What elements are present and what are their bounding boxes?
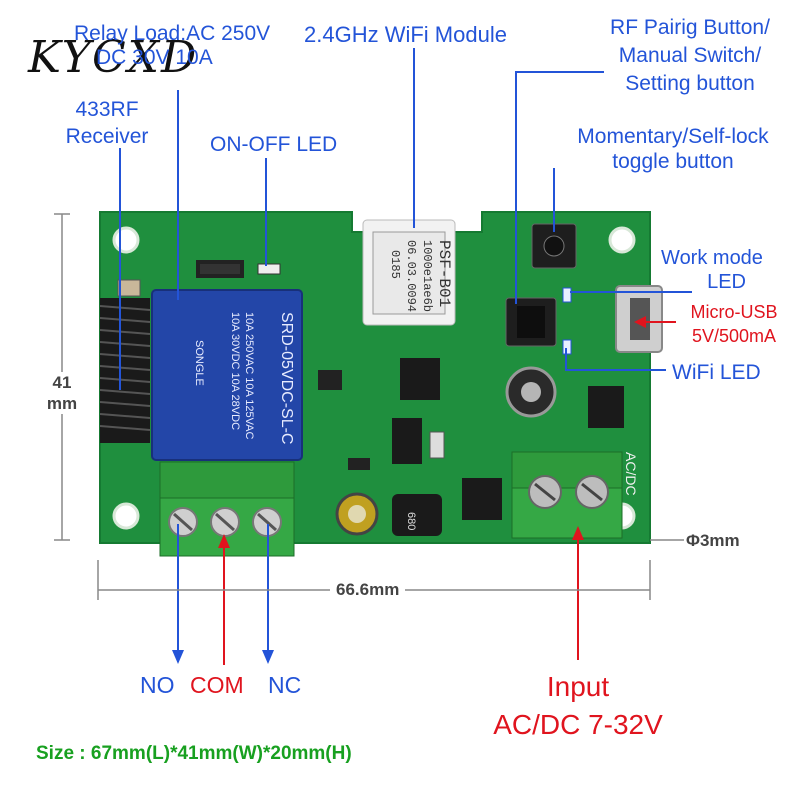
input-line2: AC/DC 7-32V	[493, 709, 663, 740]
wifi-module-label: 2.4GHz WiFi Module	[304, 22, 507, 47]
ic-chip	[588, 386, 624, 428]
work-mode-line2: LED	[707, 271, 746, 293]
momentary-line1: Momentary/Self-lock	[577, 125, 769, 148]
receiver-line1: 433RF	[75, 98, 139, 121]
micro-usb-label: Micro-USB 5V/500mA	[678, 300, 790, 348]
on-off-led	[257, 263, 281, 275]
height-value: 41	[52, 373, 72, 392]
rf-pairing-label: RF Pairig Button/ Manual Switch/ Setting…	[590, 14, 790, 98]
acdc-silkscreen: AC/DC	[623, 452, 639, 496]
micro-usb-line1: Micro-USB	[690, 302, 778, 322]
input-arrow	[572, 526, 584, 660]
ic-chip	[392, 418, 422, 464]
com-label: COM	[190, 672, 244, 698]
relay-load-line1: Relay Load:AC 250V	[74, 22, 271, 45]
relay-text: 10A 250VAC 10A 125VAC	[243, 312, 255, 439]
inductor	[392, 494, 442, 536]
wifi-led-label: WiFi LED	[672, 361, 761, 384]
callout-arrowheads	[172, 650, 274, 664]
on-off-led-label: ON-OFF LED	[210, 133, 338, 156]
com-arrow	[218, 534, 230, 665]
receiver-label: 433RF Receiver	[52, 96, 162, 150]
rf-pairing-line3: Setting button	[625, 72, 755, 95]
module-text: 06.03.0094	[404, 240, 418, 312]
nc-label: NC	[268, 672, 302, 698]
ic-chip	[400, 358, 440, 400]
momentary-line2: toggle button	[612, 150, 734, 173]
micro-usb-line2: 5V/500mA	[691, 326, 777, 346]
hole-dimension: Φ3mm	[686, 531, 740, 550]
smd-part	[348, 458, 370, 470]
input-label: Input AC/DC 7-32V	[478, 668, 678, 744]
mount-hole	[608, 226, 636, 254]
smd-part	[318, 370, 342, 390]
usb-arrow	[634, 316, 676, 328]
ic-chip	[462, 478, 502, 520]
relay-load-line2: DC 30V 10A	[96, 46, 213, 69]
mount-hole	[112, 226, 140, 254]
relay-brand: SONGLE	[193, 340, 205, 386]
receiver-line2: Receiver	[65, 125, 149, 148]
work-mode-led	[562, 287, 572, 303]
module-text: 1000e1ae6b	[420, 240, 434, 312]
input-terminal-block	[511, 451, 623, 539]
rf-pairing-line1: RF Pairig Button/	[610, 16, 770, 39]
width-dimension: 66.6mm	[330, 581, 406, 598]
input-line1: Input	[546, 671, 610, 702]
inductor-label: 680	[405, 512, 417, 530]
module-text: PSF-B01	[435, 240, 453, 307]
crystal	[117, 279, 141, 297]
relay	[151, 289, 303, 461]
antenna-coil	[99, 298, 151, 443]
smd-part	[429, 431, 445, 459]
momentary-label: Momentary/Self-lock toggle button	[560, 124, 786, 174]
height-unit: mm	[46, 394, 78, 413]
mount-hole	[112, 502, 140, 530]
size-spec: Size : 67mm(L)*41mm(W)*20mm(H)	[36, 743, 352, 764]
work-mode-line1: Work mode	[661, 247, 763, 269]
relay-terminal-block	[159, 461, 295, 557]
watermark-logo: KYCXD	[28, 32, 199, 83]
work-mode-label: Work mode LED	[652, 246, 772, 294]
module-text: 0185	[388, 250, 402, 279]
relay-text: 10A 30VDC 10A 28VDC	[229, 312, 241, 430]
relay-load-label: Relay Load:AC 250V DC 30V 10A	[74, 22, 270, 70]
callout-lines	[119, 48, 692, 662]
no-label: NO	[140, 672, 175, 698]
height-dimension: 41 mm	[34, 372, 90, 414]
relay-text: SRD-05VDC-SL-C	[278, 312, 295, 444]
rf-pairing-line2: Manual Switch/	[618, 44, 762, 67]
